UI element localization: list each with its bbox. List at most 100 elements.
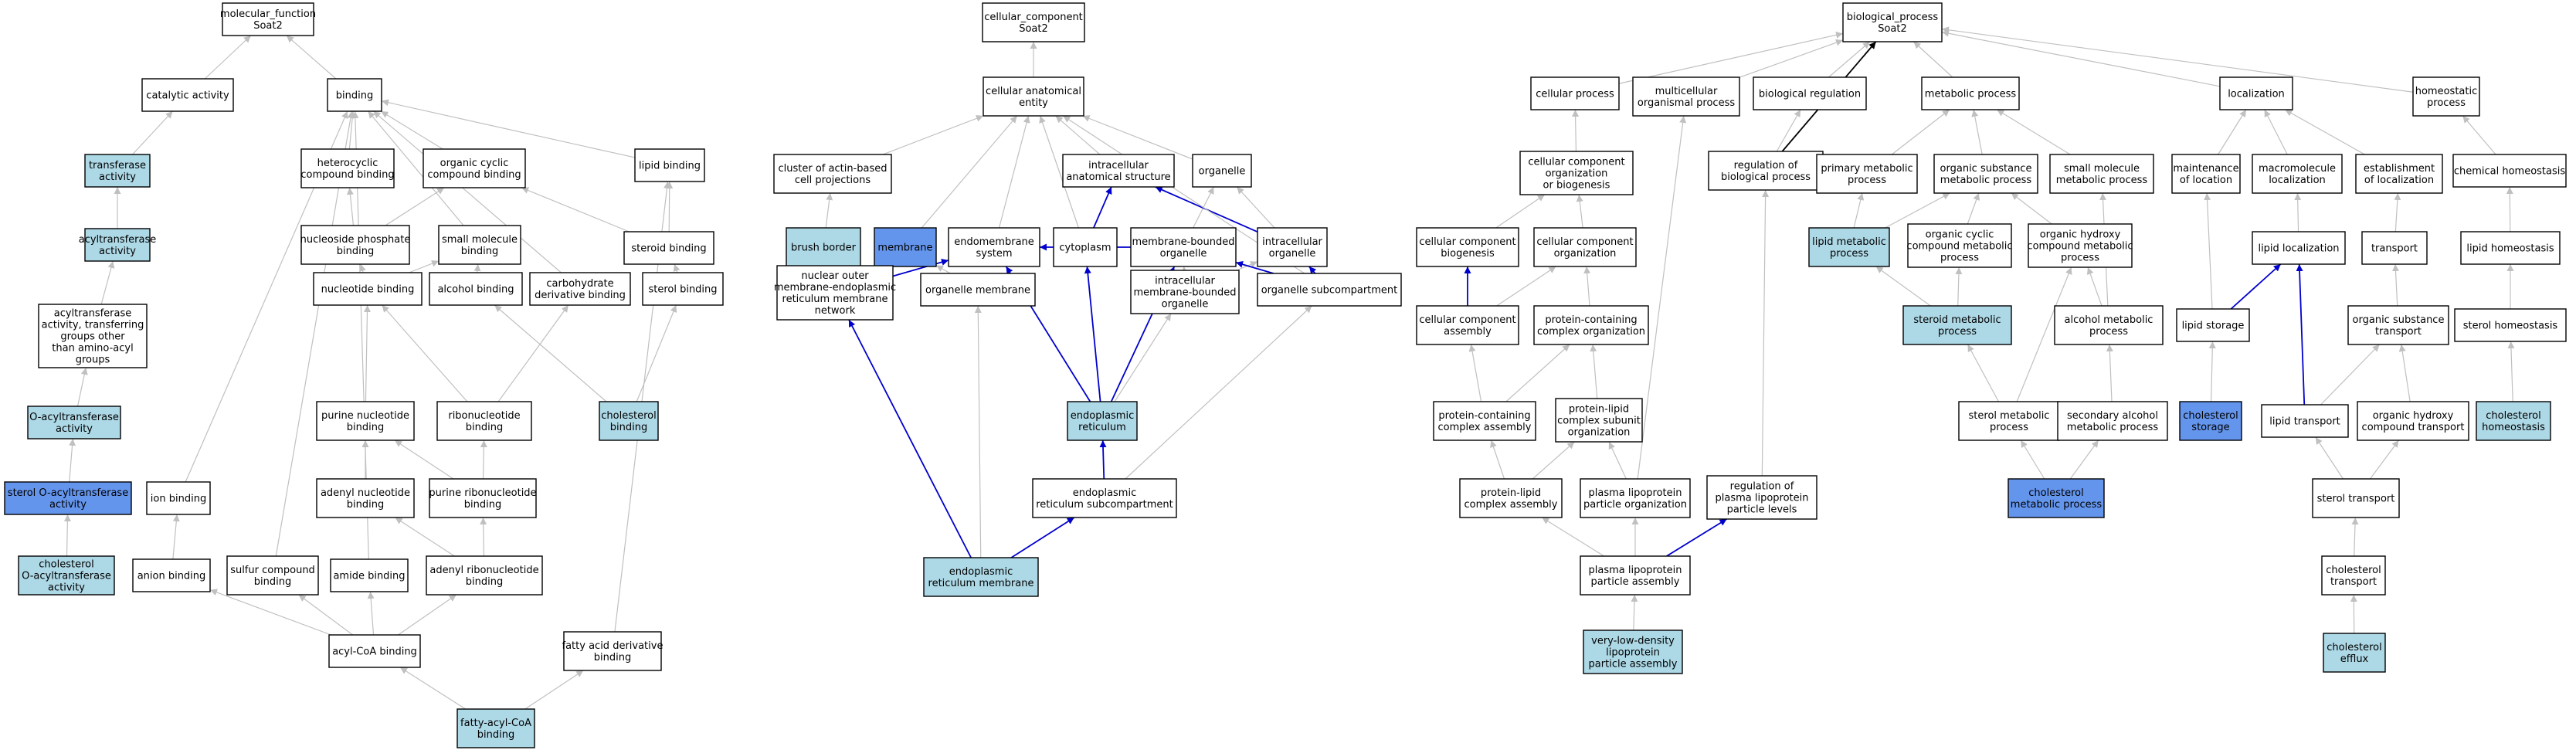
term-node-ion_bind[interactable]: ion binding bbox=[146, 481, 211, 515]
term-node-alcohol_bind[interactable]: alcohol binding bbox=[429, 272, 523, 306]
term-node-lipid_storage[interactable]: lipid storage bbox=[2176, 308, 2250, 342]
term-node-sterol_homeo[interactable]: sterol homeostasis bbox=[2454, 308, 2567, 342]
term-node-sterol_transport[interactable]: sterol transport bbox=[2312, 478, 2400, 518]
term-node-organelle[interactable]: organelle bbox=[1192, 154, 1252, 188]
edge-org_sub_trans-to-transport bbox=[2392, 263, 2399, 307]
term-node-binding[interactable]: binding bbox=[327, 78, 382, 112]
term-node-lipid_binding[interactable]: lipid binding bbox=[634, 148, 705, 182]
term-node-transport[interactable]: transport bbox=[2361, 231, 2428, 265]
term-node-org_subcomp[interactable]: organelle subcompartment bbox=[1257, 273, 1402, 307]
term-node-amide_bind[interactable]: amide binding bbox=[330, 558, 409, 592]
term-node-lipid_transport[interactable]: lipid transport bbox=[2261, 404, 2349, 438]
term-label-line: Soat2 bbox=[1878, 23, 1907, 35]
term-node-steroid_binding[interactable]: steroid binding bbox=[623, 231, 714, 265]
term-node-membrane[interactable]: membrane bbox=[874, 227, 937, 267]
term-node-chem_homeo[interactable]: chemical homeostasis bbox=[2452, 154, 2567, 188]
term-node-nucleotide_bind[interactable]: nucleotide binding bbox=[313, 272, 423, 306]
term-node-catalytic[interactable]: catalytic activity bbox=[141, 78, 234, 112]
term-node-anion_bind[interactable]: anion binding bbox=[132, 558, 211, 592]
term-node-lipid_loc[interactable]: lipid localization bbox=[2252, 231, 2346, 265]
term-node-nomeerm[interactable]: nuclear outermembrane-endoplasmicreticul… bbox=[774, 265, 896, 321]
term-node-bio_reg[interactable]: biological regulation bbox=[1753, 76, 1867, 110]
term-node-brush_border[interactable]: brush border bbox=[786, 227, 861, 267]
term-node-metabolic[interactable]: metabolic process bbox=[1921, 76, 2020, 110]
term-node-acylcoa[interactable]: acyl-CoA binding bbox=[328, 634, 421, 668]
term-node-localization[interactable]: localization bbox=[2219, 76, 2293, 110]
term-node-cell_process[interactable]: cellular process bbox=[1530, 76, 1620, 110]
term-node-lipid_homeo[interactable]: lipid homeostasis bbox=[2460, 231, 2561, 265]
term-node-cytoplasm[interactable]: cytoplasm bbox=[1053, 227, 1118, 267]
term-node-org_membrane[interactable]: organelle membrane bbox=[920, 273, 1036, 307]
term-node-sterol_bind[interactable]: sterol binding bbox=[642, 272, 724, 306]
